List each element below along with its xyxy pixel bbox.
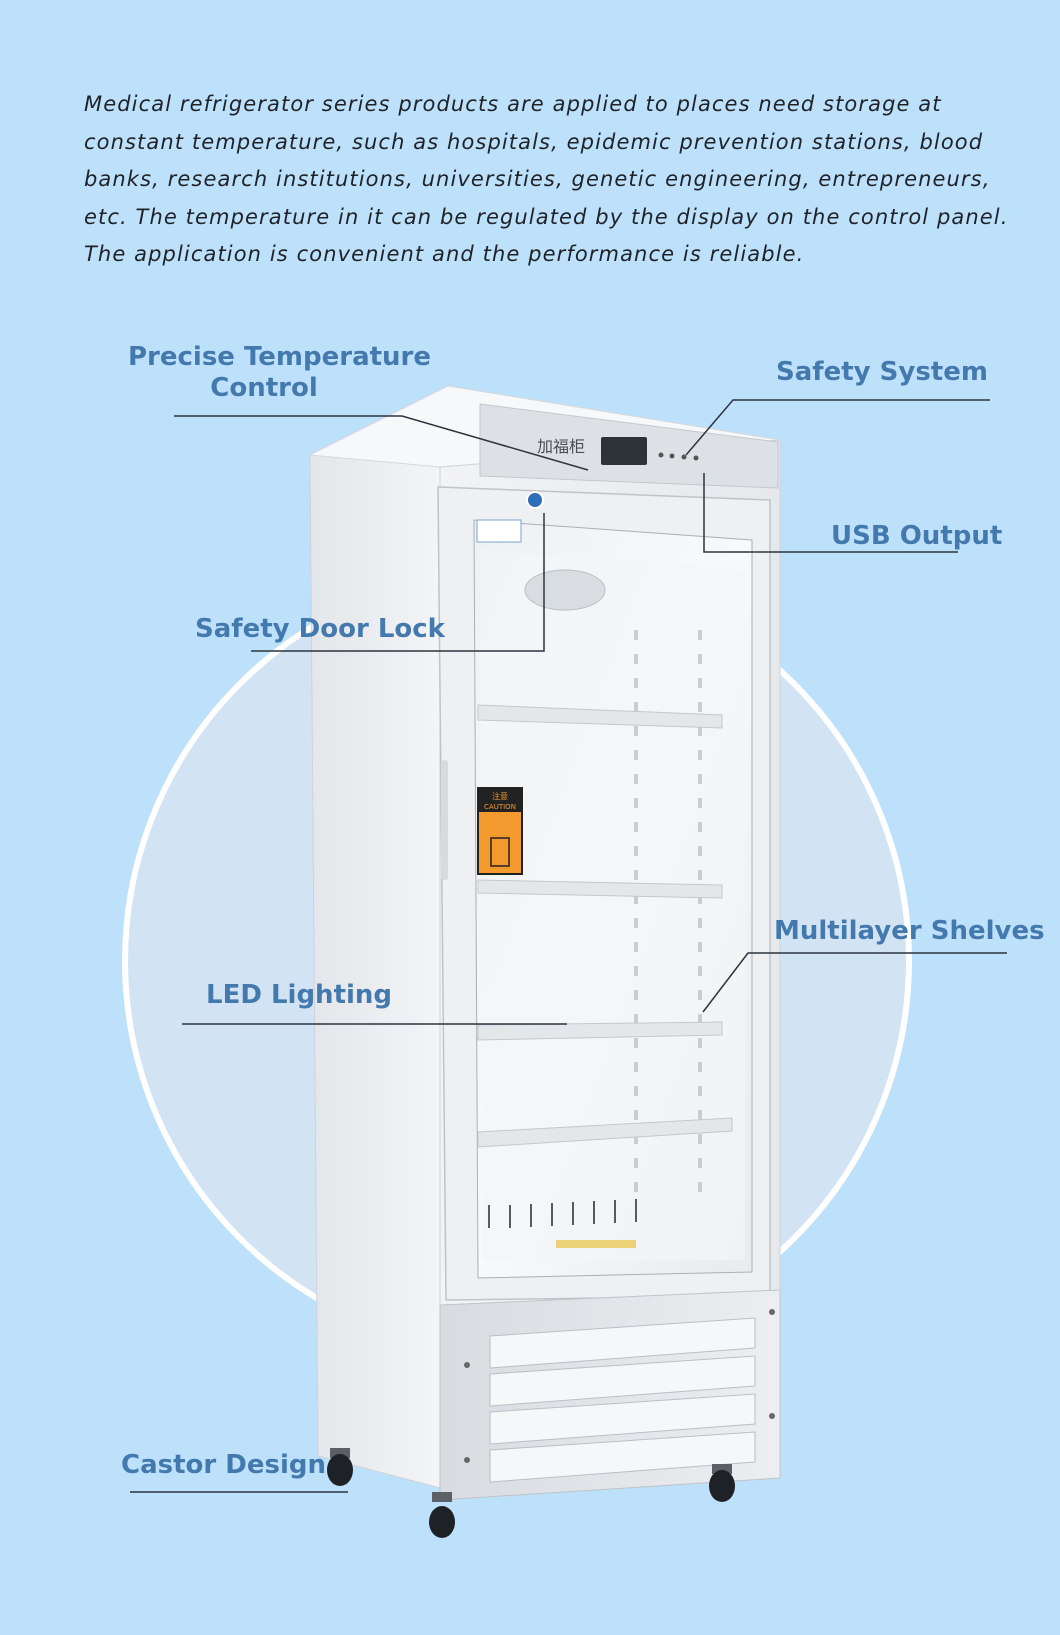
caution-sign-text: 注意 xyxy=(492,791,508,801)
intro-line: etc. The temperature in it can be regula… xyxy=(84,204,1009,229)
label-multilayer-shelves: Multilayer Shelves xyxy=(774,916,1045,946)
door-handle xyxy=(441,760,448,880)
drip-tray xyxy=(556,1240,636,1248)
castor-wheel xyxy=(327,1448,735,1538)
caution-sign-text: CAUTION xyxy=(484,803,516,811)
panel-brand-text: 加福柜 xyxy=(537,437,585,456)
vent-grille xyxy=(489,1317,756,1483)
label-usb-output: USB Output xyxy=(831,521,1003,551)
fan-icon xyxy=(524,569,606,611)
intro-paragraph: Medical refrigerator series products are… xyxy=(84,86,1009,274)
intro-line: The application is convenient and the pe… xyxy=(84,242,805,266)
intro-line: constant temperature, such as hospitals,… xyxy=(84,129,984,154)
intro-line: banks, research institutions, universiti… xyxy=(84,167,991,191)
label-safety-system: Safety System xyxy=(776,357,988,387)
panel-button xyxy=(693,455,699,461)
label-line: Control xyxy=(210,373,318,403)
callout-line-multilayer-shelves xyxy=(702,952,1007,1013)
door-lock-icon xyxy=(526,491,544,509)
interior-vent xyxy=(488,1199,637,1228)
callout-line-usb-output xyxy=(703,473,958,553)
callout-lines xyxy=(130,399,1007,1493)
callout-line-safety-system xyxy=(685,399,990,456)
label-castor-design: Castor Design xyxy=(121,1450,326,1480)
callout-line-precise-temperature xyxy=(174,415,589,471)
panel-button xyxy=(669,453,675,459)
shelf xyxy=(477,879,723,899)
interior-back xyxy=(480,550,745,1262)
panel-button xyxy=(681,454,687,460)
shelf xyxy=(477,1021,723,1041)
brand-sticker xyxy=(476,519,522,543)
label-precise-temperature-control: Precise Temperature Control xyxy=(128,342,432,404)
shelf xyxy=(477,704,723,729)
label-safety-door-lock: Safety Door Lock xyxy=(195,614,445,644)
temperature-display xyxy=(601,437,647,465)
cabinet-side xyxy=(309,385,449,1491)
callout-line-safety-door-lock xyxy=(251,513,545,652)
label-led-lighting: LED Lighting xyxy=(206,980,393,1010)
label-line: Precise Temperature xyxy=(128,342,432,372)
intro-line: Medical refrigerator series products are… xyxy=(84,92,942,116)
shelf xyxy=(477,1117,733,1148)
panel-button xyxy=(658,452,664,458)
